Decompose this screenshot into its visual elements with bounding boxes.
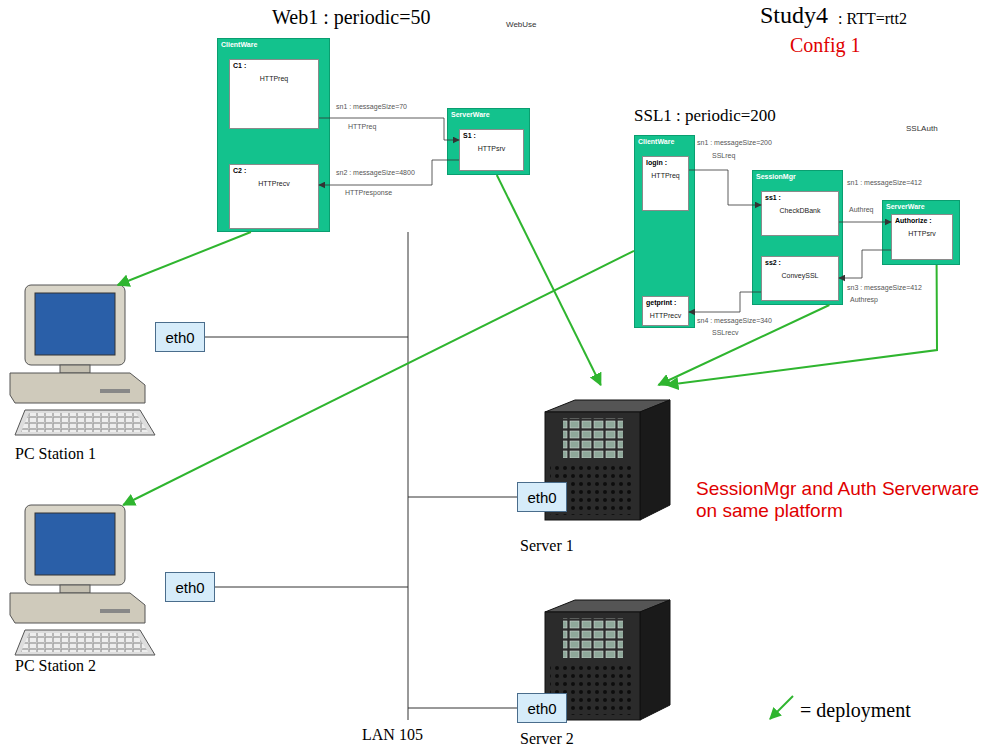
port-box: getprint : HTTPrecv [642, 296, 689, 326]
port-type: HTTPsrv [908, 230, 936, 237]
message-label: sn1 : messageSize=200 [697, 139, 772, 147]
legend-entry: = deployment [800, 699, 911, 722]
port-name: C2 : [233, 167, 246, 174]
message-name: HTTPresponse [345, 189, 392, 197]
message-name: SSLrecv [712, 329, 738, 337]
diagram-heading: Web1 : periodic=50 [272, 6, 431, 29]
port-box: login : HTTPreq [642, 156, 689, 211]
software-component: Authorize : HTTPsrv ServerWare [882, 200, 960, 265]
deployment-arrow [123, 251, 634, 505]
software-component: ss1 : CheckDBank ss2 :ConveySSL SessionMgr [752, 170, 843, 305]
host-name: Server 1 [520, 537, 574, 555]
port-name: getprint : [646, 299, 676, 306]
network-interface: eth0 [517, 482, 567, 512]
port-type: HTTPsrv [478, 145, 506, 152]
component-name: ServerWare [451, 111, 490, 118]
interface-name: eth0 [527, 700, 556, 717]
interface-name: eth0 [527, 489, 556, 506]
message-label: sn4 : messageSize=340 [697, 317, 772, 325]
port-type: CheckDBank [780, 207, 821, 214]
lan-wire [408, 708, 517, 709]
port-type: HTTPreq [651, 172, 679, 179]
deployment-arrow [659, 305, 830, 385]
deployment-arrow [667, 265, 937, 385]
component-name: ServerWare [886, 203, 925, 210]
message-connector [839, 250, 891, 278]
port-box: S1 :HTTPsrv [459, 129, 524, 171]
message-name: Authreq [849, 206, 874, 214]
group-name: SSLAuth [906, 124, 938, 133]
network-name: LAN 105 [362, 726, 423, 744]
port-box: Authorize : HTTPsrv [891, 214, 953, 260]
port-name: ss1 : [765, 194, 781, 201]
interface-name: eth0 [165, 329, 194, 346]
pc-illustration [10, 285, 155, 435]
port-name: ss2 : [765, 259, 781, 266]
message-name: HTTPreq [348, 123, 376, 131]
port-box: C1 : HTTPreq [229, 59, 319, 129]
port-type: HTTPrecv [650, 312, 682, 319]
study-parameter: : RTT=rtt2 [838, 10, 907, 28]
message-label: sn2 : messageSize=4800 [336, 169, 415, 177]
component-name: SessionMgr [756, 173, 796, 180]
network-interface: eth0 [155, 322, 205, 352]
host-platform: eth0 PC Station 1 [5, 285, 210, 463]
pc-illustration [10, 505, 155, 655]
host-name: PC Station 2 [15, 657, 96, 675]
note: SessionMgr and Auth Serverware on same p… [696, 478, 996, 522]
port-name: C1 : [233, 62, 246, 69]
legend-text: = deployment [800, 699, 911, 722]
port-name: Authorize : [895, 217, 932, 224]
message-label: sn1 : messageSize=412 [847, 179, 922, 187]
deployment-arrow [118, 232, 251, 285]
network-interface: eth0 [165, 572, 215, 602]
message-name: Authresp [850, 296, 878, 304]
legend-arrow [770, 696, 793, 719]
host-platform: eth0Server 1 [510, 385, 675, 555]
message-name: SSLreq [712, 152, 735, 160]
port-type: ConveySSL [782, 272, 819, 279]
interface-name: eth0 [175, 579, 204, 596]
host-platform: eth0Server 2 [510, 590, 675, 748]
config-name: Config 1 [790, 34, 861, 57]
host-platform: eth0 PC Station 2 [5, 505, 220, 675]
message-connector [689, 292, 761, 312]
port-box: ss2 :ConveySSL [761, 256, 839, 301]
host-name: Server 2 [520, 730, 574, 748]
port-name: login : [646, 159, 667, 166]
message-connector [839, 222, 891, 223]
software-component: S1 :HTTPsrv ServerWare [447, 108, 530, 175]
software-component: login : HTTPreq getprint : HTTPrecv ClientWa… [634, 135, 695, 328]
message-connector [319, 118, 459, 140]
message-connector [689, 170, 761, 205]
component-name: ClientWare [221, 41, 257, 48]
port-box: C2 : HTTPrecv [229, 164, 319, 229]
study-name: Study4 [760, 2, 828, 30]
port-box: ss1 : CheckDBank [761, 191, 839, 236]
software-component: C1 : HTTPreq C2 : HTTPrecv ClientWare [217, 38, 330, 232]
deployment-arrow [497, 175, 601, 385]
message-connector [319, 160, 459, 185]
lan-wire [215, 587, 408, 588]
message-label: sn3 : messageSize=412 [847, 284, 922, 292]
port-type: HTTPrecv [258, 180, 290, 187]
group-name: WebUse [506, 20, 537, 29]
lan-wire [205, 337, 408, 338]
lan-bus [408, 232, 409, 720]
diagram-heading: SSL1 : periodic=200 [634, 106, 776, 126]
host-name: PC Station 1 [15, 445, 96, 463]
lan-wire [408, 497, 517, 498]
lan-wires [205, 232, 517, 720]
component-name: ClientWare [638, 138, 674, 145]
message-label: sn1 : messageSize=70 [336, 103, 407, 111]
port-name: S1 : [463, 132, 476, 139]
network-interface: eth0 [517, 693, 567, 723]
port-type: HTTPreq [260, 75, 288, 82]
